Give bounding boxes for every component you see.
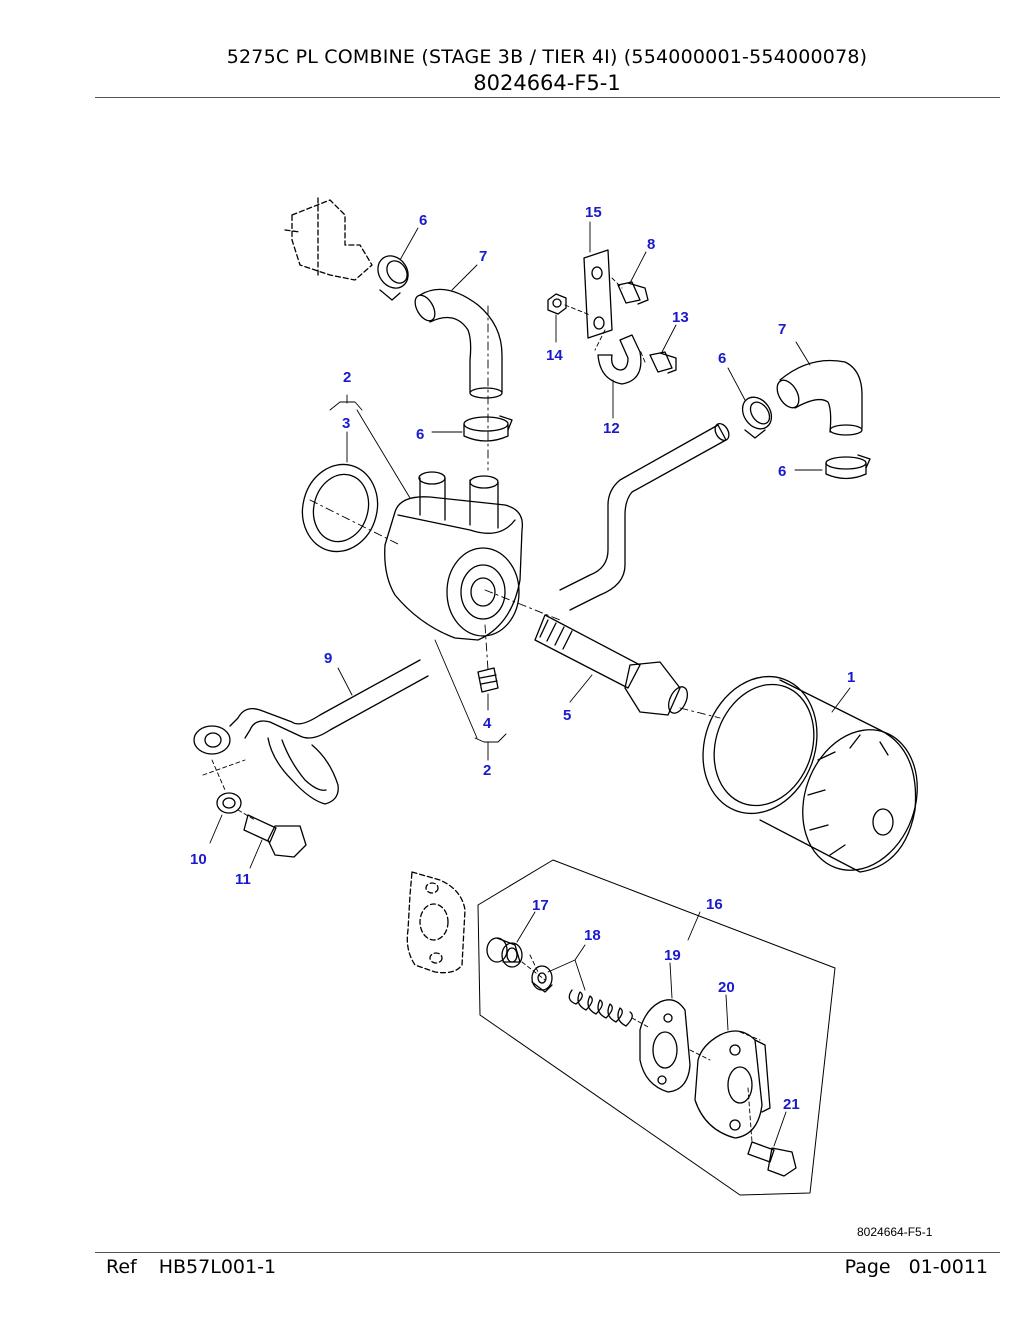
callout-10: 10 xyxy=(190,851,207,868)
spring-18 xyxy=(568,989,633,1027)
callout-6a: 6 xyxy=(419,212,427,229)
gasket-19 xyxy=(639,999,691,1093)
seal-ring-3 xyxy=(301,463,379,553)
nut-14 xyxy=(547,293,567,315)
oil-filter-1 xyxy=(702,675,918,873)
footer-page: Page 01-0011 xyxy=(827,1256,988,1278)
threaded-adapter-5 xyxy=(534,614,689,716)
pipe-clip-12 xyxy=(597,334,642,385)
callout-3: 3 xyxy=(342,415,350,432)
callout-11: 11 xyxy=(235,871,251,888)
leader-lines xyxy=(209,221,851,1147)
callout-18: 18 xyxy=(584,927,601,944)
callout-2-lower: 2 xyxy=(483,762,491,779)
fitting-4 xyxy=(477,667,499,693)
hose-clamp-6a xyxy=(377,255,409,301)
callout-1: 1 xyxy=(847,669,855,686)
callout-4: 4 xyxy=(483,715,492,732)
diagram-code: 8024664-F5-1 xyxy=(473,71,621,95)
footer-ref: Ref HB57L001-1 xyxy=(106,1256,298,1278)
page-label: Page xyxy=(844,1256,891,1278)
assembly-centerlines xyxy=(309,305,721,719)
valve-kit-frame-16 xyxy=(477,859,836,1196)
callout-14: 14 xyxy=(546,347,563,364)
cover-plate-20 xyxy=(694,1030,771,1139)
washer-10 xyxy=(216,792,242,814)
oil-pipe-upper xyxy=(559,422,730,611)
ref-label: Ref xyxy=(106,1256,137,1278)
oil-cooler-2 xyxy=(384,471,524,641)
callout-13: 13 xyxy=(672,309,689,326)
callout-9: 9 xyxy=(324,650,332,667)
bolt-21 xyxy=(747,1141,797,1177)
callout-6b: 6 xyxy=(416,426,424,443)
plug-17 xyxy=(486,937,523,968)
engine-port xyxy=(284,197,373,281)
callout-7a: 7 xyxy=(479,248,487,265)
callout-8: 8 xyxy=(647,236,655,253)
bolt-13 xyxy=(649,351,677,374)
callout-21: 21 xyxy=(783,1096,800,1113)
callout-5: 5 xyxy=(563,707,571,724)
hose-clamp-6d xyxy=(825,454,871,480)
ref-value: HB57L001-1 xyxy=(158,1256,277,1278)
hose-7b xyxy=(776,359,863,436)
engine-flange xyxy=(406,871,466,974)
page-title: 5275C PL COMBINE (STAGE 3B / TIER 4I) (5… xyxy=(226,46,868,68)
footer-divider xyxy=(95,1252,1000,1253)
header-divider xyxy=(95,97,1000,98)
callout-20: 20 xyxy=(718,979,735,996)
callout-16: 16 xyxy=(706,896,723,913)
callout-19: 19 xyxy=(664,947,681,964)
figure-code: 8024664-F5-1 xyxy=(857,1225,933,1239)
link-lines xyxy=(202,277,761,1143)
banjo-bolt-11 xyxy=(243,814,307,858)
bolt-8 xyxy=(617,281,649,305)
bracket-15 xyxy=(583,249,613,339)
hose-clamp-6b xyxy=(463,415,513,442)
hose-clamp-6c xyxy=(741,396,773,439)
callout-12: 12 xyxy=(603,420,620,437)
callout-15: 15 xyxy=(585,204,602,221)
callout-7b: 7 xyxy=(778,321,786,338)
callout-6c: 6 xyxy=(718,350,726,367)
callout-2-upper: 2 xyxy=(343,369,351,386)
hose-7a xyxy=(414,288,503,399)
callout-17: 17 xyxy=(532,897,549,914)
oil-pipe-9 xyxy=(193,659,429,805)
relief-valve-18 xyxy=(531,965,553,993)
page-number: 01-0011 xyxy=(908,1256,988,1278)
callout-6d: 6 xyxy=(778,463,786,480)
